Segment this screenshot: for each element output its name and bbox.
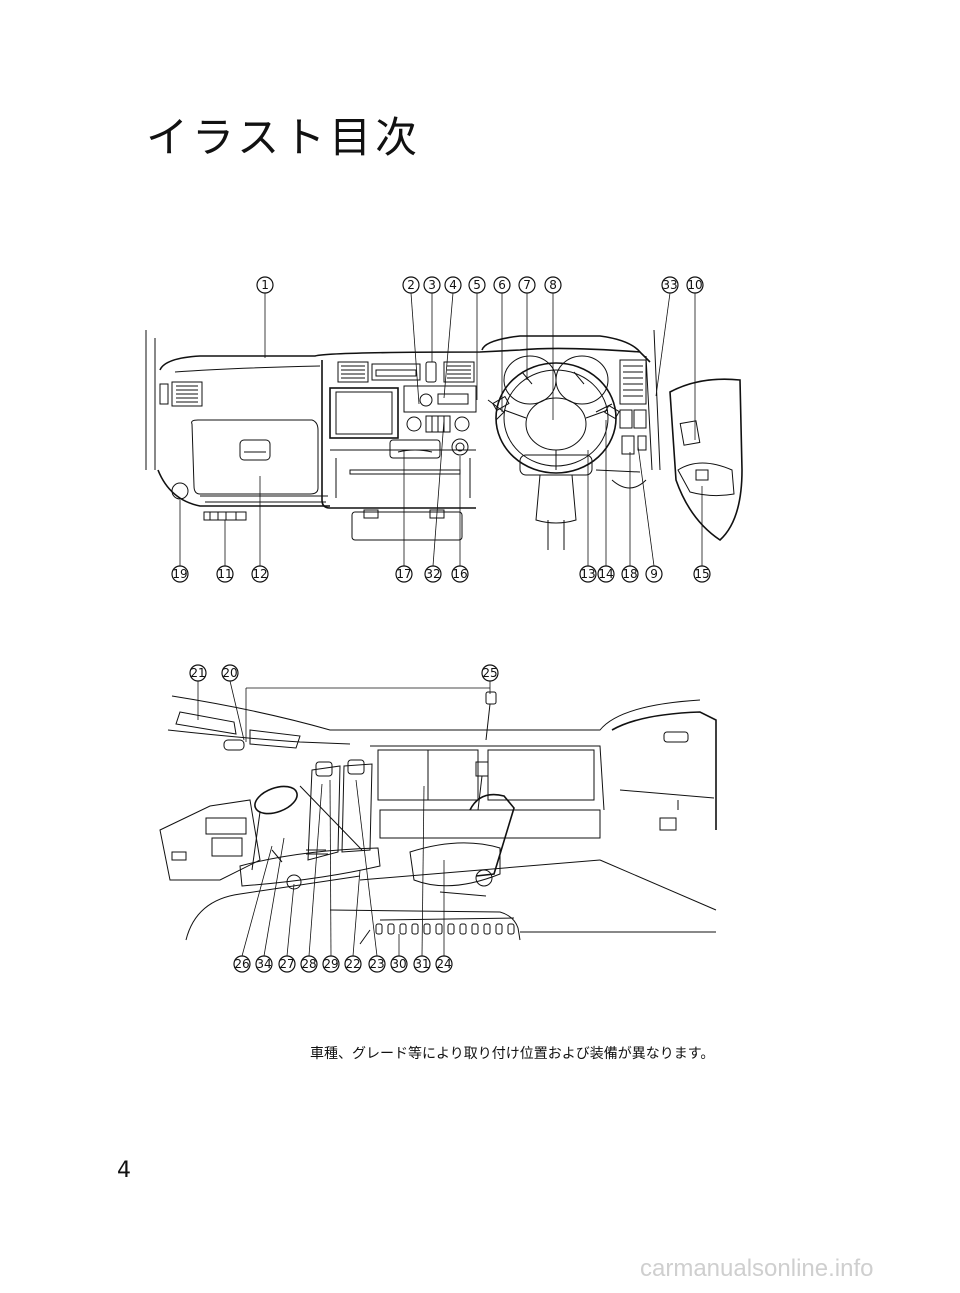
- callout-28: 28: [300, 955, 318, 973]
- svg-text:8: 8: [549, 278, 557, 292]
- callout-17: 17: [395, 565, 413, 583]
- callout-7: 7: [518, 276, 536, 294]
- callout-24: 24: [435, 955, 453, 973]
- svg-text:27: 27: [279, 957, 294, 971]
- svg-text:24: 24: [436, 957, 451, 971]
- svg-text:15: 15: [694, 567, 709, 581]
- callout-23: 23: [368, 955, 386, 973]
- svg-text:33: 33: [662, 278, 677, 292]
- callout-27: 27: [278, 955, 296, 973]
- page-title: イラスト目次: [146, 113, 422, 162]
- svg-text:16: 16: [452, 567, 467, 581]
- svg-text:23: 23: [369, 957, 384, 971]
- svg-text:26: 26: [234, 957, 249, 971]
- callout-26: 26: [233, 955, 251, 973]
- svg-text:32: 32: [425, 567, 440, 581]
- callout-25: 25: [481, 664, 499, 682]
- callout-6: 6: [493, 276, 511, 294]
- callout-29: 29: [322, 955, 340, 973]
- callout-21: 21: [189, 664, 207, 682]
- svg-text:30: 30: [391, 957, 406, 971]
- callout-9: 9: [645, 565, 663, 583]
- svg-text:14: 14: [598, 567, 613, 581]
- caption-note: 車種、グレード等により取り付け位置および装備が異なります。: [310, 1046, 715, 1062]
- page-number: 4: [117, 1158, 131, 1183]
- callout-14: 14: [597, 565, 615, 583]
- svg-text:29: 29: [323, 957, 338, 971]
- svg-text:20: 20: [222, 666, 237, 680]
- svg-text:2: 2: [407, 278, 415, 292]
- callout-33: 33: [661, 276, 679, 294]
- dashboard-drawing: [145, 329, 743, 550]
- callout-11: 11: [216, 565, 234, 583]
- svg-text:10: 10: [687, 278, 702, 292]
- cabin-callouts-top: 21 20 25: [189, 664, 499, 682]
- cabin-drawing: [159, 691, 717, 945]
- callout-32: 32: [424, 565, 442, 583]
- dashboard-callouts-top: 1 2 3 4 5 6 7 8 33 10: [256, 276, 704, 294]
- callout-18: 18: [621, 565, 639, 583]
- callout-34: 34: [255, 955, 273, 973]
- floor-rail-slots: [375, 923, 515, 935]
- cabin-leaders: [197, 680, 491, 957]
- callout-1: 1: [256, 276, 274, 294]
- callout-19: 19: [171, 565, 189, 583]
- svg-text:22: 22: [345, 957, 360, 971]
- svg-text:21: 21: [190, 666, 205, 680]
- dashboard-callouts-bottom: 19 11 12 17 32 16 13 14 18 9 15: [171, 565, 711, 583]
- callout-12: 12: [251, 565, 269, 583]
- svg-text:25: 25: [482, 666, 497, 680]
- callout-15: 15: [693, 565, 711, 583]
- svg-text:4: 4: [449, 278, 457, 292]
- svg-text:19: 19: [172, 567, 187, 581]
- callout-2: 2: [402, 276, 420, 294]
- callout-22: 22: [344, 955, 362, 973]
- callout-31: 31: [413, 955, 431, 973]
- cabin-callouts-bottom: 26 34 27 28 29 22 23 30 31 24: [233, 955, 453, 973]
- svg-text:1: 1: [261, 278, 269, 292]
- svg-text:34: 34: [256, 957, 271, 971]
- svg-text:28: 28: [301, 957, 316, 971]
- svg-text:6: 6: [498, 278, 506, 292]
- svg-text:3: 3: [428, 278, 436, 292]
- svg-text:5: 5: [473, 278, 481, 292]
- svg-text:17: 17: [396, 567, 411, 581]
- svg-text:7: 7: [523, 278, 531, 292]
- svg-text:31: 31: [414, 957, 429, 971]
- callout-16: 16: [451, 565, 469, 583]
- callout-10: 10: [686, 276, 704, 294]
- callout-5: 5: [468, 276, 486, 294]
- svg-text:9: 9: [650, 567, 658, 581]
- svg-text:13: 13: [580, 567, 595, 581]
- callout-4: 4: [444, 276, 462, 294]
- callout-13: 13: [579, 565, 597, 583]
- svg-text:18: 18: [622, 567, 637, 581]
- svg-text:12: 12: [252, 567, 267, 581]
- dashboard-leaders: [179, 292, 703, 567]
- callout-8: 8: [544, 276, 562, 294]
- svg-text:11: 11: [217, 567, 232, 581]
- callout-30: 30: [390, 955, 408, 973]
- watermark: carmanualsonline.info: [640, 1255, 874, 1282]
- callout-20: 20: [221, 664, 239, 682]
- callout-3: 3: [423, 276, 441, 294]
